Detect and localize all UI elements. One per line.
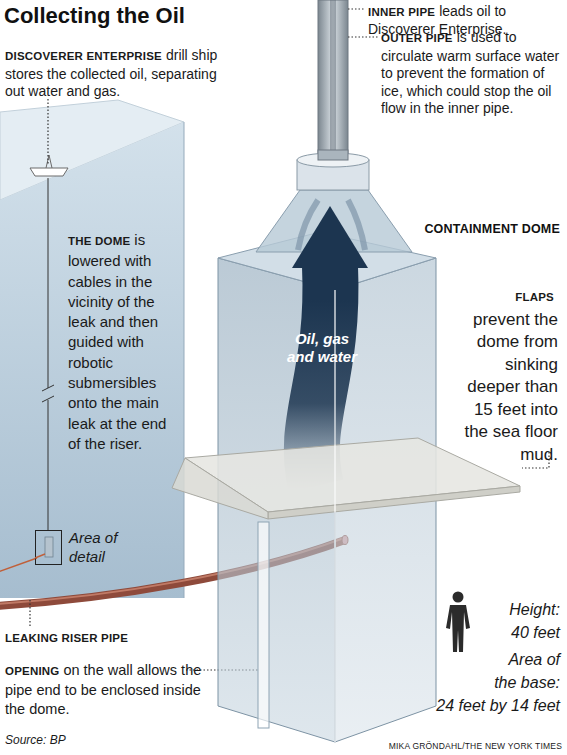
drawing-part (184, 122, 185, 598)
containment-dome: CONTAINMENT DOMEOil, gas and water (165, 150, 530, 750)
mini-pipe (35, 554, 45, 558)
drawing-part (0, 122, 184, 598)
callout-text: Source: BP (5, 733, 66, 747)
flow-arrow-head (292, 206, 368, 268)
human-scale-figure (446, 592, 470, 653)
callout-heading: DISCOVERER ENTERPRISE (5, 50, 162, 62)
callout-text: prevent the dome from sinking deeper tha… (464, 310, 558, 464)
drawing-part (46, 155, 52, 168)
callout-text: MIKA GRÖNDAHL/THE NEW YORK TIMES (389, 741, 562, 751)
drawing-part (453, 592, 464, 603)
drawing-part (318, 0, 348, 164)
dome-callout: THE DOMEis lowered with cables in the vi… (68, 230, 182, 454)
drawing-part (48, 400, 49, 531)
drill-ship (30, 155, 68, 176)
drawing-part (330, 0, 336, 164)
callout-text: is lowered with cables in the vicinity o… (68, 231, 166, 452)
pipe-stub (318, 150, 348, 160)
wall-opening (258, 522, 269, 728)
collection-pipe (318, 0, 348, 164)
ship-callout: DISCOVERER ENTERPRISEdrill ship stores t… (5, 47, 230, 101)
drawing-part (348, 8, 365, 9)
containment-dome-outline (165, 150, 530, 750)
drawing-part (42, 385, 54, 391)
dimension-text: 24 feet by 14 feet (420, 694, 560, 717)
source-note: Source: BP (5, 733, 145, 747)
chart-title: Collecting the Oil (4, 3, 185, 29)
dimension-text: 40 feet (420, 621, 560, 644)
detail-box: Area of detail (35, 530, 62, 565)
drawing-part (30, 168, 68, 176)
mini-dome (45, 537, 53, 557)
dimension-notes: Height:40 feetArea of the base:24 feet b… (420, 598, 560, 717)
flap-left (172, 458, 268, 519)
flap-edge (268, 486, 520, 519)
callout-heading: OUTER PIPE (381, 32, 453, 44)
drawing-part (48, 178, 49, 388)
callout-heading: FLAPS (450, 286, 554, 309)
drawing-part (29, 600, 30, 628)
ocean-cutaway (0, 100, 184, 598)
callout-heading: INNER PIPE (368, 6, 435, 18)
lowering-cable (42, 178, 54, 531)
opening-callout: OPENINGon the wall allows the pipe end t… (5, 661, 210, 719)
dome-heading: CONTAINMENT DOME (408, 222, 560, 236)
flow-label: Oil, gas and water (282, 330, 362, 366)
detail-box-outline (35, 530, 62, 565)
callout-heading: OPENING (5, 665, 59, 677)
credit-line: MIKA GRÖNDAHL/THE NEW YORK TIMES (300, 741, 562, 751)
flaps-callout: FLAPSprevent the dome from sinking deepe… (450, 286, 558, 466)
drawing-part (0, 558, 37, 572)
drawing-part (446, 605, 470, 652)
riser-callout: LEAKING RISER PIPE (5, 631, 205, 645)
drawing-part (42, 396, 54, 402)
outer-pipe-callout: OUTER PIPEis used to circulate warm surf… (381, 29, 563, 118)
dimension-text: Height: (420, 598, 560, 621)
drawing-part (47, 99, 48, 164)
detail-label: Area of detail (69, 528, 133, 566)
callout-heading: LEAKING RISER PIPE (5, 632, 128, 644)
callout-heading: THE DOME (68, 235, 130, 247)
dimension-text: Area of the base: (490, 648, 560, 694)
